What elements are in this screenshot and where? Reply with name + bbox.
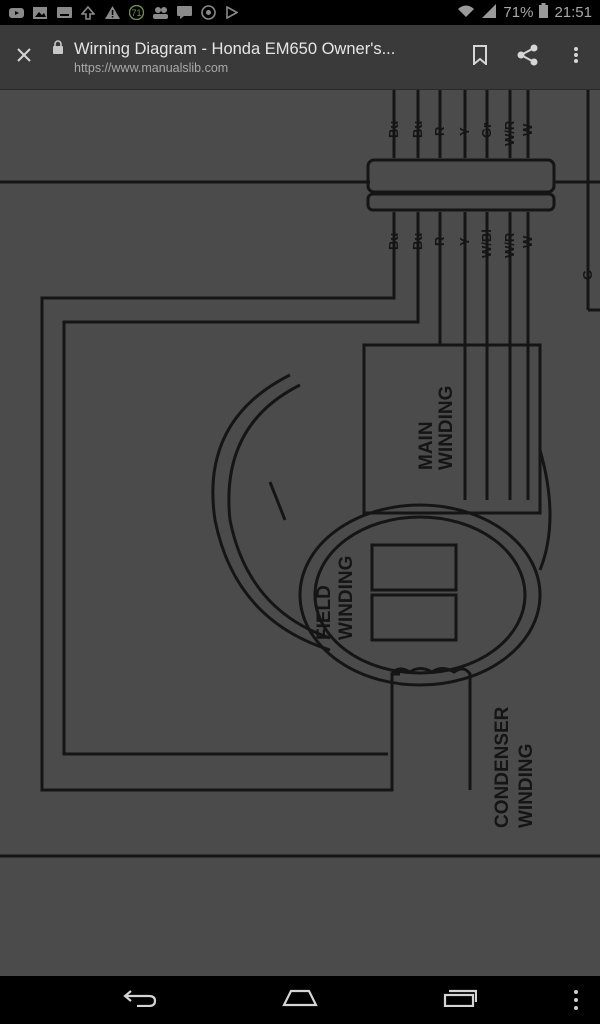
condenser-winding-label-2: WINDING — [516, 744, 537, 828]
field-winding-label-1: FIELD — [314, 585, 335, 640]
wire-label: Bu — [386, 233, 401, 250]
android-icon: 71 — [128, 5, 144, 20]
main-winding-label-1: MAIN — [416, 421, 437, 470]
signal-icon — [481, 3, 497, 22]
url-bar[interactable]: Wirning Diagram - Honda EM650 Owner's...… — [48, 40, 456, 75]
wire-label: Bu — [410, 233, 425, 250]
svg-text:71: 71 — [131, 8, 141, 18]
play-icon — [224, 6, 240, 20]
home-icon — [282, 989, 318, 1012]
bookmark-button[interactable] — [456, 33, 504, 81]
lock-icon — [52, 39, 64, 59]
share-icon — [517, 44, 539, 71]
wire-label: Bu — [386, 121, 401, 138]
condenser-winding-label-1: CONDENSER — [492, 706, 513, 828]
warning-icon — [104, 6, 120, 20]
battery-icon — [539, 3, 549, 22]
wire-labels: Bu Bu R Y Gr W/R W Bu Bu R Y W/Bl W/R W … — [314, 120, 595, 828]
wire-label: Y — [457, 237, 472, 246]
wire-label: R — [432, 236, 447, 246]
more-vert-icon — [573, 46, 579, 69]
messages-icon — [176, 6, 192, 20]
upload-icon — [80, 5, 96, 20]
wire-label: Gr — [479, 123, 494, 138]
wiring-diagram-image[interactable]: Bu Bu R Y Gr W/R W Bu Bu R Y W/Bl W/R W … — [0, 90, 600, 976]
browser-toolbar: Wirning Diagram - Honda EM650 Owner's...… — [0, 25, 600, 90]
wire-label: R — [432, 126, 447, 136]
wire-label: W/R — [502, 232, 517, 258]
connector-bottom — [366, 192, 556, 212]
wire-label: W — [520, 123, 535, 136]
page-title: Wirning Diagram - Honda EM650 Owner's... — [74, 39, 396, 58]
wire-label: Y — [457, 127, 472, 136]
youtube-icon — [8, 6, 24, 20]
connector-top — [366, 158, 556, 194]
wire-label: W — [520, 235, 535, 248]
wire-label: W/Bl — [479, 229, 494, 258]
whatsapp-icon — [200, 5, 216, 20]
keyboard-icon — [56, 6, 72, 20]
close-icon — [16, 47, 32, 68]
battery-percent: 71% — [503, 4, 534, 21]
bookmark-icon — [472, 44, 488, 70]
image-icon — [32, 6, 48, 20]
wiring-diagram: Bu Bu R Y Gr W/R W Bu Bu R Y W/Bl W/R W … — [0, 90, 600, 858]
back-icon — [123, 989, 157, 1012]
navigation-bar — [0, 976, 600, 1024]
wire-label: W/R — [502, 120, 517, 146]
share-button[interactable] — [504, 33, 552, 81]
recents-button[interactable] — [430, 980, 490, 1020]
main-winding-label-2: WINDING — [436, 386, 457, 470]
wire-label: Bu — [410, 121, 425, 138]
people-icon — [152, 6, 168, 20]
back-button[interactable] — [110, 980, 170, 1020]
status-bar: 71 71% 21:51 — [0, 0, 600, 25]
notification-icons: 71 — [8, 5, 240, 20]
field-winding-label-2: WINDING — [336, 556, 357, 640]
clock: 21:51 — [554, 4, 592, 21]
recents-icon — [443, 989, 478, 1012]
menu-dots-icon[interactable] — [570, 988, 582, 1012]
page-url: https://www.manualslib.com — [74, 60, 229, 75]
home-button[interactable] — [270, 980, 330, 1020]
more-options-button[interactable] — [552, 33, 600, 81]
system-status: 71% 21:51 — [457, 3, 592, 22]
close-button[interactable] — [0, 33, 48, 81]
ground-label: G — [580, 270, 595, 280]
wifi-icon — [457, 4, 475, 22]
